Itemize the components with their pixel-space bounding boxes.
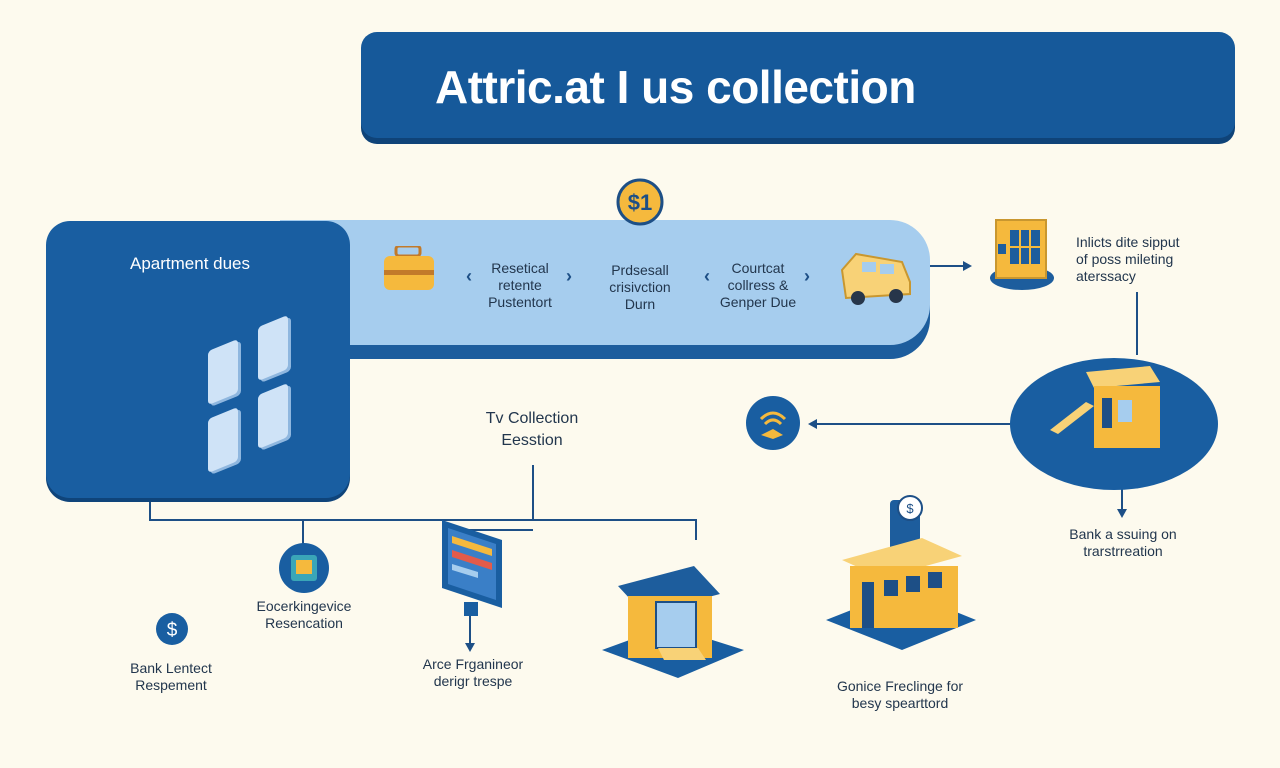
step-2-line-1: Prdsesall [611,262,669,278]
shop-line-2: besy spearttord [851,695,949,711]
shop-sign-label: $ [906,501,914,516]
chevron-right-icon: › [566,266,572,286]
shop-line-1: Gonice Freclinge for [836,678,964,694]
office-building-icon [988,208,1058,299]
shop-icon: $ [822,490,982,665]
right-top-line-3: aterssacy [1076,268,1136,284]
briefcase-icon [382,244,436,305]
step-1-line-3: Pustentort [488,294,552,310]
window-shape [258,382,288,450]
pipeline-step-3: Courtcat collress & Genper Due [706,260,810,311]
step-1-line-1: Resetical [491,260,549,276]
dollar-icon: $ [155,612,189,651]
center-collection-label: Tv Collection Eesstion [470,408,594,452]
title-banner [361,32,1235,138]
window-shape [258,314,288,382]
right-top-line-2: of poss mileting [1076,251,1174,267]
step-1-line-2: retente [498,277,542,293]
monitor-line-1: Arce Frganineor [422,656,524,672]
bank-left-label: Bank Lentect Respement [120,660,222,694]
center-line-2: Eesstion [501,432,563,449]
chevron-left-icon: ‹ [466,266,472,286]
right-top-line-1: Inlicts dite sipput [1076,234,1180,250]
bank-left-line-1: Bank Lentect [130,660,212,676]
shop-label: Gonice Freclinge for besy spearttord [824,678,976,712]
step-2-line-3: Durn [624,296,656,312]
dollar-icon-label: $ [167,620,178,641]
bank-left-line-2: Respement [135,677,207,693]
service-label: Eocerkingevice Resencation [244,598,364,632]
window-shape [208,406,238,474]
center-line-1: Tv Collection [485,410,579,427]
service-device-icon [278,542,330,599]
chevron-left-icon: ‹ [704,266,710,286]
chevron-right-icon: › [804,266,810,286]
right-top-label: Inlicts dite sipput of poss mileting ate… [1076,234,1180,285]
monitor-label: Arce Frganineor derigr trespe [412,656,534,690]
coin-label: $1 [628,190,652,215]
monitor-line-2: derigr trespe [433,673,513,689]
bank-right-line-2: trarstrreation [1083,543,1163,559]
bank-right-line-1: Bank a ssuing on [1069,526,1177,542]
house-icon [598,532,748,687]
pipeline-step-1: Resetical retente Pustentort [470,260,570,311]
apartment-dues-panel [46,221,350,498]
step-3-line-1: Courtcat [731,260,785,276]
bank-right-label: Bank a ssuing on trarstrreation [1060,526,1186,560]
step-2-line-2: crisivction [609,279,671,295]
service-line-1: Eocerkingevice [256,598,352,614]
service-line-2: Resencation [265,615,343,631]
step-3-line-3: Genper Due [719,294,797,310]
apartment-dues-label: Apartment dues [130,254,251,273]
dollar-coin-icon: $1 [616,178,664,235]
monitor-icon [438,518,508,633]
bank-island [1010,342,1220,497]
pipeline-step-2: Prdsesall crisivction Durn [590,262,690,313]
step-3-line-2: collress & [727,277,789,293]
contactless-payment-icon [745,395,801,456]
van-icon [836,248,914,315]
page-title: Attric.at I us collection [435,61,916,113]
window-shape [208,338,238,406]
